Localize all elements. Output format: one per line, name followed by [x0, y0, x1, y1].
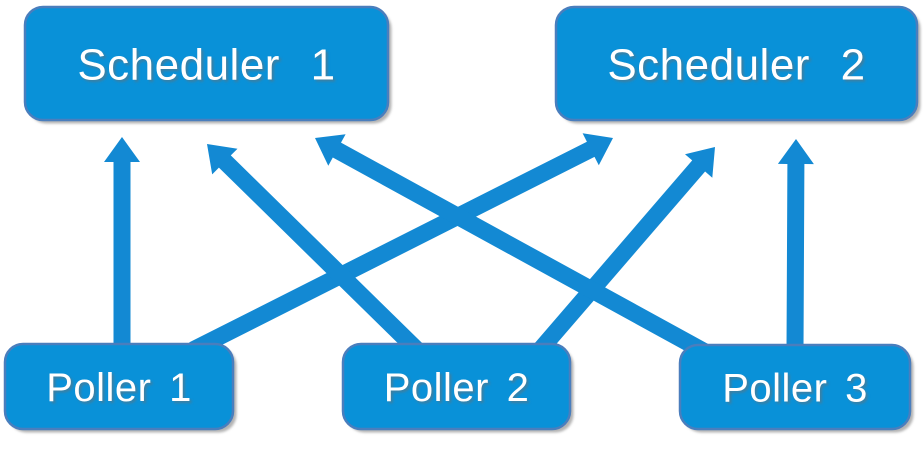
edges-layer — [104, 133, 814, 360]
arrow-poller-1-to-scheduler-2 — [189, 133, 613, 358]
poller-2-label: Poller 2 — [384, 366, 530, 410]
arrow-poller-3-to-scheduler-2 — [777, 139, 814, 350]
arrow-poller-3-to-scheduler-1 — [315, 134, 710, 360]
scheduler-2-label: Scheduler 2 — [607, 40, 865, 89]
arrow-poller-2-to-scheduler-1 — [207, 144, 423, 357]
arrow-poller-2-to-scheduler-2 — [533, 147, 715, 356]
scheduler-2-label-shadow: Scheduler 2 — [609, 42, 867, 91]
poller-1-label-shadow: Poller 1 — [48, 368, 194, 412]
scheduler-1-label: Scheduler 1 — [77, 40, 335, 89]
poller-1-box — [3, 342, 235, 431]
scheduler-2-box — [554, 5, 919, 122]
scheduler-1-label-shadow: Scheduler 1 — [79, 42, 337, 91]
poller-2-label-shadow: Poller 2 — [386, 368, 532, 412]
arrow-poller-1-to-scheduler-1 — [104, 137, 140, 350]
poller-2-box — [341, 342, 572, 431]
poller-1-label: Poller 1 — [46, 366, 192, 410]
poller-3-label: Poller 3 — [722, 366, 868, 410]
poller-3-box — [678, 343, 912, 431]
poller-3-label-shadow: Poller 3 — [724, 368, 870, 412]
scheduler-1-box — [23, 5, 390, 122]
